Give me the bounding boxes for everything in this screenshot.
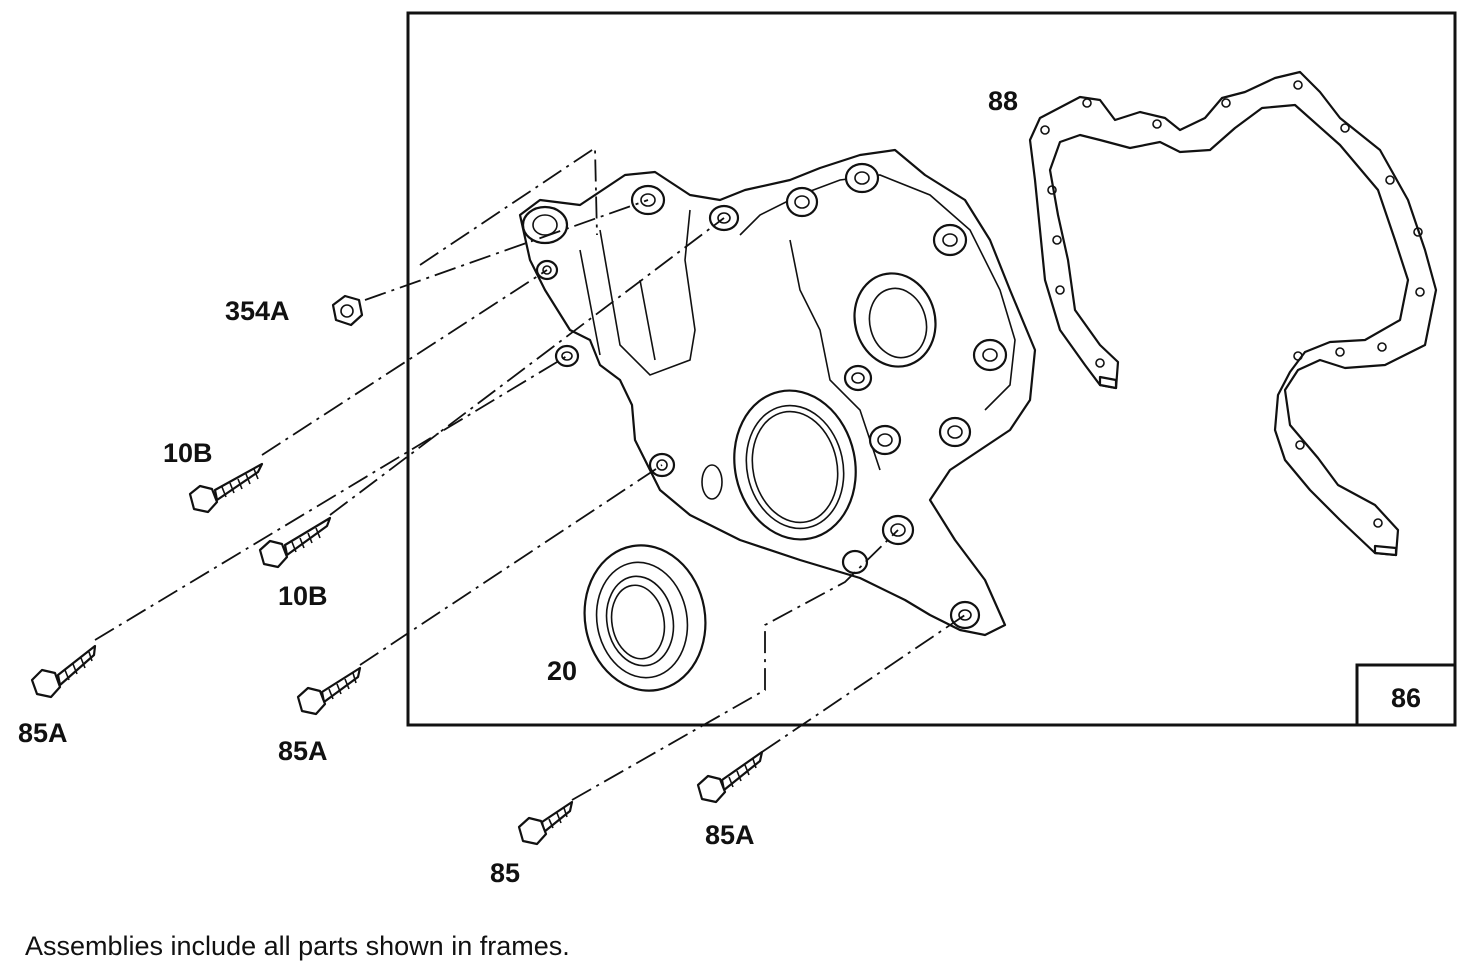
timing-cover (518, 148, 1037, 637)
seal-20 (583, 544, 707, 692)
bolt-10b-lower (258, 516, 332, 569)
label-88: 88 (988, 86, 1018, 116)
frame-number-box (1355, 663, 1457, 727)
bolt-85a-far-left (30, 644, 97, 699)
label-85a-bottom: 85A (705, 820, 755, 850)
footer-note: Assemblies include all parts shown in fr… (25, 931, 570, 961)
nut-354a (331, 294, 364, 327)
label-10b-lower: 10B (278, 581, 328, 611)
bolt-85a-mid (296, 666, 362, 716)
label-10b-upper: 10B (163, 438, 213, 468)
bolt-10b-upper (188, 462, 264, 514)
label-85a-mid: 85A (278, 736, 328, 766)
bolt-85a-bottom (696, 750, 764, 804)
assembly-frame (406, 11, 1457, 727)
label-20: 20 (547, 656, 577, 686)
label-85a-far-left: 85A (18, 718, 68, 748)
bolt-85 (517, 800, 574, 846)
label-354a: 354A (225, 296, 290, 326)
label-85: 85 (490, 858, 520, 888)
alignment-lines (94, 146, 966, 801)
frame-number-label: 86 (1391, 683, 1421, 713)
gasket-88 (1028, 70, 1438, 557)
